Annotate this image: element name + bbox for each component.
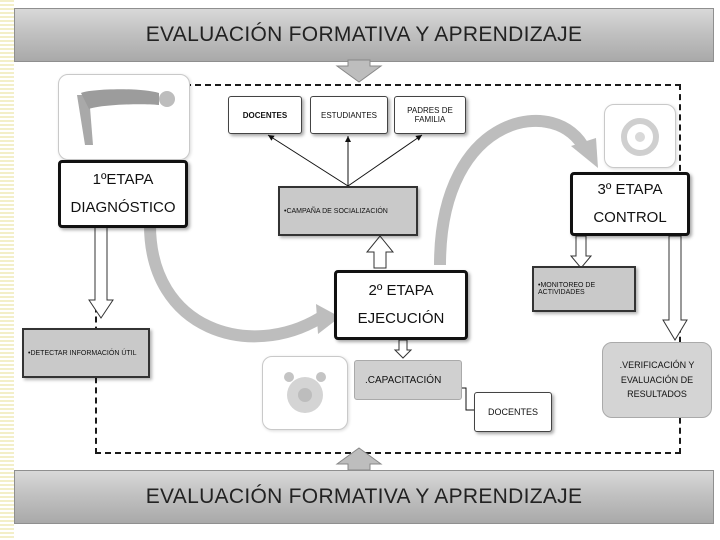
stage-ejecucion: 2º ETAPA EJECUCIÓN	[334, 270, 468, 340]
box-campana-socializacion-text: •CAMPAÑA DE SOCIALIZACIÓN	[284, 207, 388, 215]
arrow-diagnostico-detectar	[88, 224, 114, 319]
bowing-figure-icon	[77, 89, 175, 145]
banner-top-arrow	[335, 59, 383, 83]
stage-diagnostico-label-2: DIAGNÓSTICO	[70, 199, 176, 216]
banner-top-title: EVALUACIÓN FORMATIVA Y APRENDIZAJE	[145, 23, 583, 46]
illustration-ejecucion	[262, 356, 348, 430]
stage-control-label-2: CONTROL	[593, 209, 667, 226]
flow-arrowhead-ejecucion	[316, 304, 340, 334]
box-capacitacion-text: .CAPACITACIÓN	[365, 374, 442, 386]
line-campana-docentes	[267, 134, 349, 187]
box-estudiantes: ESTUDIANTES	[310, 96, 388, 134]
box-campana-socializacion: •CAMPAÑA DE SOCIALIZACIÓN	[278, 186, 418, 236]
flow-arrowhead-control	[571, 138, 598, 168]
arrow-control-verificacion	[662, 235, 688, 341]
stage-control-label-1: 3º ETAPA	[597, 180, 663, 198]
box-padres-familia-text: PADRES DE FAMILIA	[407, 106, 453, 124]
flow-arrow-ejecucion-control	[434, 115, 591, 266]
box-monitoreo-actividades-text: •MONITOREO DE ACTIVIDADES	[538, 282, 596, 296]
box-docentes-bottom-text: DOCENTES	[487, 407, 538, 417]
flow-arrow-diagnostico-ejecucion	[144, 224, 324, 343]
stage-control: 3º ETAPA CONTROL	[570, 172, 690, 236]
banner-bottom: EVALUACIÓN FORMATIVA Y APRENDIZAJE	[14, 470, 714, 524]
box-estudiantes-text: ESTUDIANTES	[320, 110, 377, 120]
arrow-control-monitoreo	[569, 235, 593, 269]
arrow-ejecucion-capacitacion	[393, 339, 413, 359]
stage-ejecucion-label-1: 2º ETAPA	[368, 281, 434, 299]
stage-diagnostico: 1ºETAPA DIAGNÓSTICO	[58, 160, 188, 228]
box-verificacion-evaluacion: .VERIFICACIÓN Y EVALUACIÓN DE RESULTADOS	[602, 342, 712, 418]
edge-stripe-decoration	[0, 0, 14, 540]
box-capacitacion: .CAPACITACIÓN	[354, 360, 462, 400]
line-campana-padres	[347, 134, 423, 187]
box-detectar-informacion-text: •DETECTAR INFORMACIÓN ÚTIL	[28, 349, 137, 357]
banner-bottom-title: EVALUACIÓN FORMATIVA Y APRENDIZAJE	[145, 485, 583, 508]
box-monitoreo-actividades: •MONITOREO DE ACTIVIDADES	[532, 266, 636, 312]
arrow-ejecucion-campana	[365, 235, 395, 269]
stage-ejecucion-label-2: EJECUCIÓN	[357, 310, 445, 327]
illustration-control	[604, 104, 676, 168]
box-verificacion-evaluacion-text: .VERIFICACIÓN Y EVALUACIÓN DE RESULTADOS	[619, 360, 695, 400]
box-docentes-top-text: DOCENTES	[242, 110, 288, 120]
group-circle-icon	[621, 118, 659, 156]
box-detectar-informacion: •DETECTAR INFORMACIÓN ÚTIL	[22, 328, 150, 378]
box-padres-familia: PADRES DE FAMILIA	[394, 96, 466, 134]
box-docentes-bottom: DOCENTES	[474, 392, 552, 432]
box-docentes-top: DOCENTES	[228, 96, 302, 134]
illustration-diagnostico	[58, 74, 190, 160]
team-gear-icon	[284, 372, 326, 413]
stage-diagnostico-label-1: 1ºETAPA	[92, 170, 154, 188]
banner-bottom-arrow	[335, 447, 383, 471]
